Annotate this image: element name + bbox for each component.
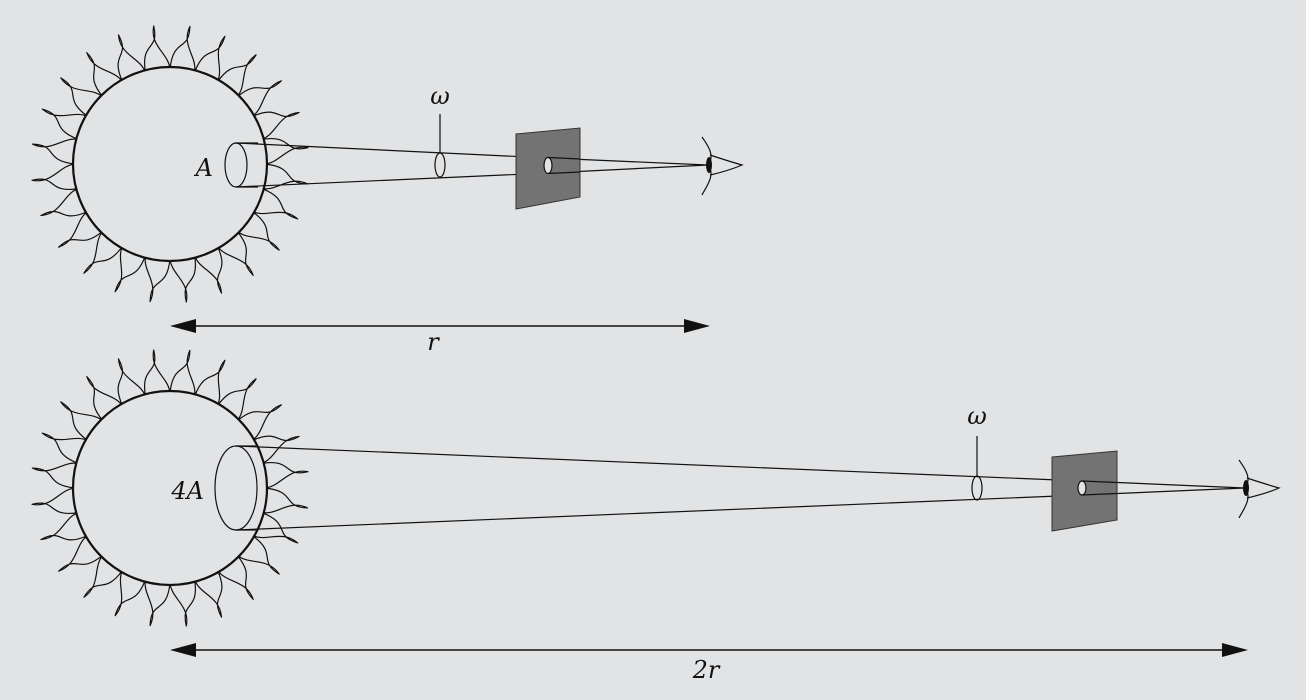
eye-icon	[1238, 459, 1281, 519]
sun-flames	[31, 349, 309, 627]
panel-distance-r: ω A r	[31, 25, 744, 356]
distance-label: 2r	[692, 656, 721, 684]
aperture-screen	[1051, 450, 1118, 532]
sun-disc	[71, 65, 269, 263]
eye-icon	[701, 136, 744, 196]
solid-angle-label: ω	[967, 402, 987, 430]
solid-angle-marker: ω	[430, 82, 450, 178]
solid-angle-marker: ω	[967, 402, 987, 501]
distance-label: r	[427, 328, 440, 356]
distance-arrow-r: r	[170, 319, 710, 356]
panel-distance-2r: ω 4A 2r	[31, 349, 1281, 684]
sun-disc	[71, 389, 269, 587]
sun-top	[31, 25, 309, 303]
sun-bottom	[31, 349, 309, 627]
screen-hole	[1077, 480, 1087, 496]
sun-flame-rays	[31, 349, 309, 627]
area-label: 4A	[170, 477, 204, 505]
area-label: A	[194, 154, 213, 182]
sun-flames	[31, 25, 309, 303]
distance-arrow-2r: 2r	[170, 643, 1248, 684]
solid-angle-label: ω	[430, 82, 450, 110]
screen-hole	[543, 156, 553, 175]
aperture-screen	[515, 127, 581, 210]
sun-flame-rays	[31, 25, 309, 303]
ray-cone	[235, 142, 709, 188]
